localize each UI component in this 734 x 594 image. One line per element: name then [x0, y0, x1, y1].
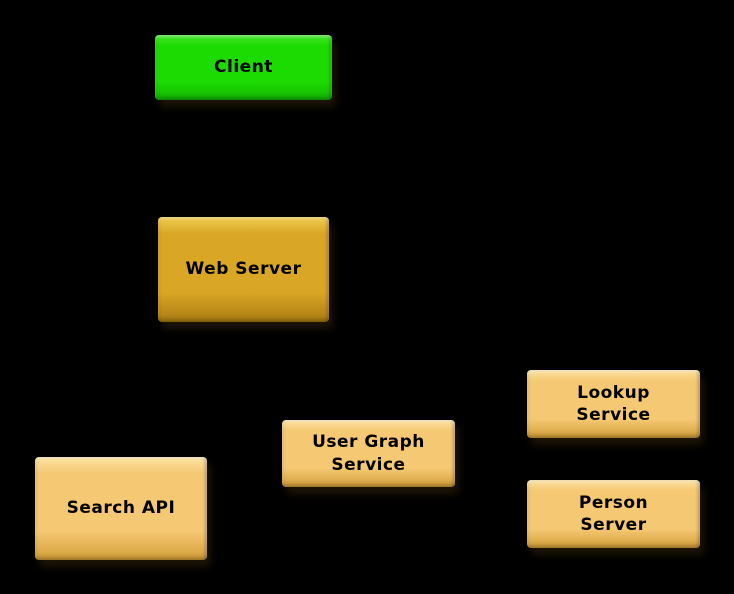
node-web-server: Web Server — [158, 217, 329, 322]
node-client: Client — [155, 35, 332, 100]
node-person-server: Person Server — [527, 480, 700, 548]
node-user-graph-service-label: User Graph Service — [312, 432, 425, 475]
node-user-graph-service: User Graph Service — [282, 420, 455, 487]
node-search-api-label: Search API — [66, 498, 176, 519]
node-search-api: Search API — [35, 457, 207, 560]
node-lookup-service: Lookup Service — [527, 370, 700, 438]
node-web-server-label: Web Server — [185, 259, 302, 280]
node-lookup-service-label: Lookup Service — [576, 382, 651, 425]
node-person-server-label: Person Server — [578, 492, 649, 535]
node-client-label: Client — [214, 57, 273, 78]
